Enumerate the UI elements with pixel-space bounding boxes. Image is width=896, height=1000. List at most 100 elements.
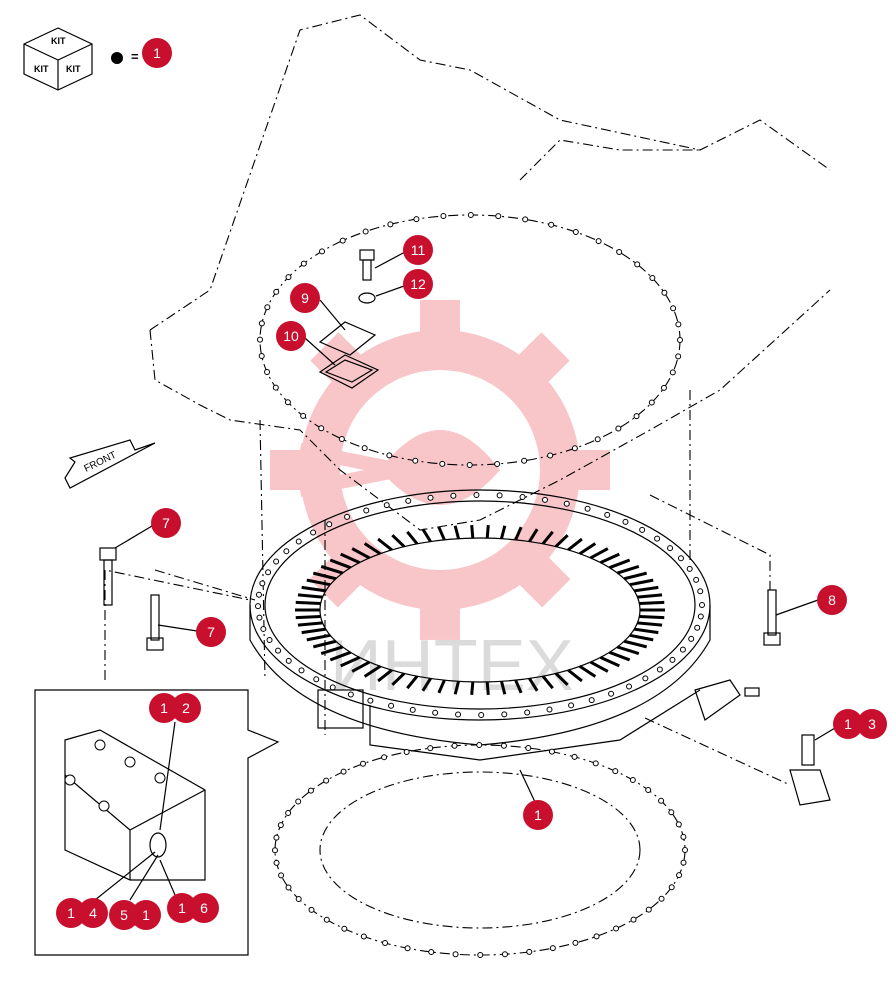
callout-8: 8 [775, 585, 847, 616]
lower-bolt-hole [340, 768, 347, 775]
gear-tooth [578, 665, 597, 678]
frame-bolt-hole [466, 461, 473, 468]
bearing-bolt-hole [546, 706, 553, 713]
lower-bolt-hole [668, 809, 675, 816]
svg-text:8: 8 [828, 592, 836, 608]
frame-bolt-hole [522, 216, 529, 223]
lower-bolt-hole [682, 847, 688, 853]
lower-bolt-holes [272, 742, 688, 958]
bearing-bolt-hole [266, 636, 273, 643]
gear-tooth [470, 681, 475, 696]
gear-tooth [297, 593, 323, 599]
bolt-7-lower [146, 594, 164, 651]
cover-plate [318, 321, 377, 356]
frame-bolt-hole [273, 288, 280, 295]
internal-gear-teeth [295, 524, 665, 696]
gear-tooth [470, 524, 475, 539]
lower-bolt-hole [477, 951, 484, 958]
gear-tooth [340, 656, 361, 668]
bearing-bolt-hole [679, 646, 686, 653]
bearing-bolt-hole [568, 702, 575, 709]
lower-bolt-hole [308, 906, 315, 913]
callout-10: 10 [276, 321, 336, 366]
gear-tooth [608, 650, 631, 662]
gear-tooth [567, 537, 583, 552]
gear-tooth [500, 525, 507, 540]
bearing-bolt-hole [427, 494, 434, 501]
lower-bolt-hole [658, 797, 665, 804]
frame-bolt-hole [440, 213, 447, 220]
lower-bolt-hole [323, 916, 330, 923]
lower-bolt-hole [277, 822, 284, 829]
frame-bolt-hole [258, 320, 265, 327]
frame-bolt-hole [571, 445, 578, 452]
bearing-bolt-hole [255, 603, 262, 610]
bearing-bolt-hole [388, 702, 395, 709]
bearing-bolt-hole [699, 602, 705, 608]
gear-tooth [514, 679, 523, 694]
gear-tooth [639, 614, 665, 620]
bearing-bolt-hole [693, 576, 700, 583]
svg-text:1: 1 [844, 716, 852, 732]
gear-tooth [541, 530, 554, 545]
lower-bolt-hole [452, 951, 459, 958]
bearing-bolt-hole [295, 538, 302, 545]
cover-gasket [318, 354, 380, 389]
gear-tooth [363, 665, 382, 678]
gear-tooth [623, 639, 648, 649]
frame-bolt-hole [495, 213, 502, 220]
bearing-bolt-holes [255, 492, 705, 718]
frame-bolt-hole [547, 452, 554, 459]
bearing-bolt-hole [519, 494, 526, 501]
lower-bolt-hole [451, 742, 458, 749]
lower-bolt-circle [274, 744, 686, 956]
frame-bolt-hole [675, 321, 682, 328]
gear-tooth [637, 593, 663, 599]
frame-bolt-hole [319, 248, 326, 255]
gear-tooth [578, 542, 597, 555]
gear-tooth [306, 633, 331, 642]
bearing-bolt-hole [563, 500, 570, 507]
bearing-bolt-hole [432, 709, 439, 716]
bearing-bolt-hole [656, 666, 663, 673]
gear-tooth [514, 526, 523, 541]
gear-tooth [599, 656, 620, 668]
frame-bolt-hole [362, 228, 369, 235]
frame-bolt-hole [675, 353, 682, 360]
gear-tooth [421, 677, 432, 692]
callout-1-2: 1 2 [149, 693, 201, 831]
callout-7-bottom: 7 [157, 617, 226, 647]
lower-bolt-hole [592, 760, 599, 767]
frame-bolt-hole [285, 274, 292, 281]
svg-text:11: 11 [411, 242, 426, 258]
bearing-bolt-hole [326, 521, 333, 528]
svg-text:12: 12 [410, 276, 426, 292]
gear-tooth [634, 585, 659, 593]
front-label: FRONT [82, 450, 118, 475]
bearing-bolt-hole [694, 624, 701, 631]
svg-text:1: 1 [178, 900, 186, 916]
lower-bolt-hole [680, 833, 687, 840]
bearing-bolt-hole [639, 526, 646, 533]
frame-bolt-hole [616, 249, 623, 256]
gear-tooth [437, 526, 446, 541]
kit-top-label: KIT [51, 36, 66, 46]
frame-bolt-hole [339, 237, 346, 244]
frame-bolt-hole [648, 399, 655, 406]
frame-bolt-hole [572, 229, 579, 236]
frame-bolt-hole [300, 412, 307, 419]
bearing-bolt-hole [259, 580, 266, 587]
lower-bolt-hole [658, 895, 665, 902]
bearing-bolt-hole [584, 505, 591, 512]
frame-bolt-hole [467, 212, 474, 219]
lower-bolt-hole [612, 768, 619, 775]
bearing-bolt-hole [329, 684, 336, 691]
lower-bolt-hole [476, 742, 483, 749]
bearing-bolt-hole [285, 657, 292, 664]
bearing-bolt-hole [363, 507, 370, 514]
frame-bolt-hole [615, 425, 622, 432]
lower-bolt-hole [428, 948, 435, 955]
gear-tooth [485, 681, 490, 696]
lower-bolt-hole [645, 786, 652, 793]
lower-bolt-hole [323, 777, 330, 784]
